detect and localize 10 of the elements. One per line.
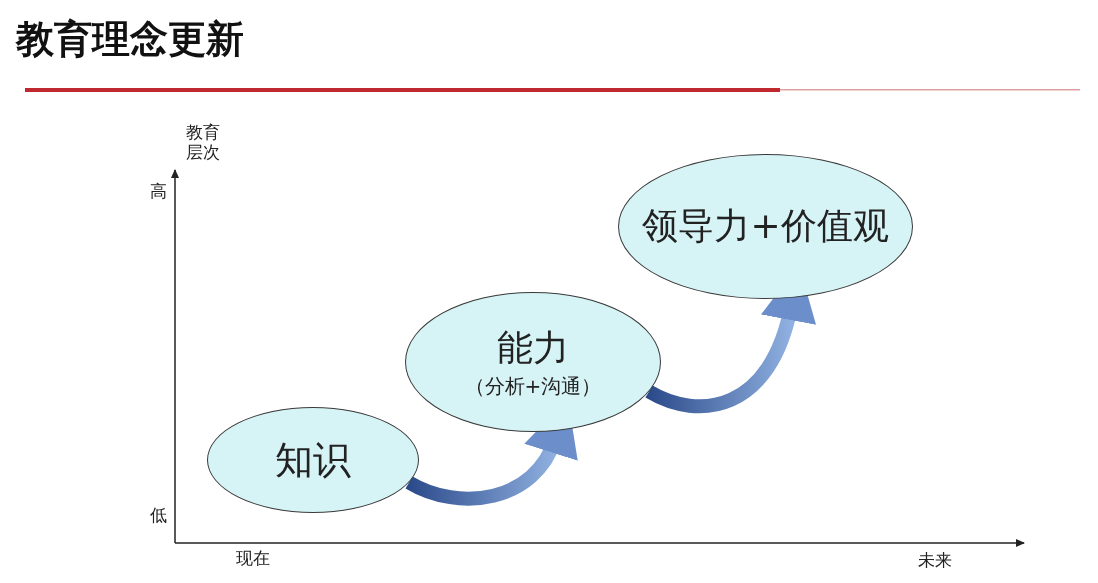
axis-label: 教育层次 [186,122,221,163]
node-subtitle: （分析+沟通） [464,373,602,400]
node-title: 知识 [275,436,351,484]
node-title: 领导力+价值观 [642,204,889,248]
axis-label: 低 [150,505,167,526]
axis-label: 现在 [236,548,270,569]
title: 教育理念更新 [16,16,244,63]
axis-label: 高 [150,181,167,202]
node-title: 能力 [497,326,569,370]
axis-label: 未来 [918,550,952,571]
